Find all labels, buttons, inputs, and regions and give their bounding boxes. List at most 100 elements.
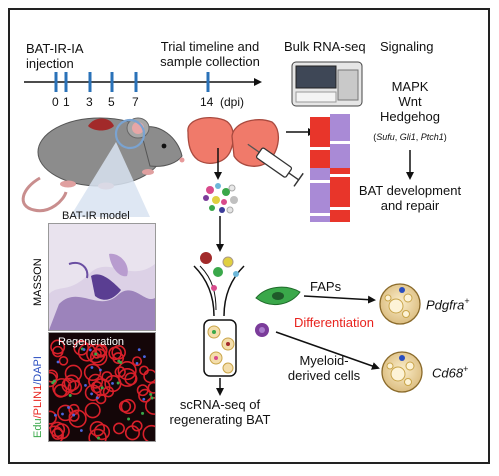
- heatmap-cell: [330, 204, 350, 207]
- tick-label-3: 3: [86, 95, 93, 109]
- pdgfra-marker: Pdgfra+: [426, 296, 470, 313]
- hedgehog-genes: (Sufu, Gli1, Ptch1): [373, 132, 447, 142]
- heatmap-cell: [310, 141, 330, 144]
- adipocyte-pdgfra: [379, 283, 421, 325]
- heatmap-cell: [310, 183, 330, 186]
- heatmap-cell: [330, 177, 350, 180]
- heatmap-cell: [310, 153, 330, 156]
- heatmap-cell: [310, 150, 330, 153]
- heatmap-cell: [310, 177, 330, 180]
- heatmap-cell: [310, 168, 330, 171]
- heatmap-cell: [330, 144, 350, 147]
- heatmap-cell: [330, 135, 350, 138]
- masson-panel: [48, 223, 156, 331]
- timeline: [24, 72, 262, 92]
- tick-label-0: 0: [52, 95, 59, 109]
- signaling-header: Signaling: [380, 39, 434, 54]
- heatmap-cell: [330, 138, 350, 141]
- regeneration-label: Regeneration: [58, 336, 125, 348]
- myeloid-cell: [255, 323, 269, 337]
- heatmap-cell: [310, 198, 330, 201]
- heatmap-cell: [330, 195, 350, 198]
- heatmap-cell: [310, 213, 330, 216]
- heatmap-cell: [330, 147, 350, 150]
- heatmap-cell: [330, 126, 350, 129]
- heatmap-cell: [330, 159, 350, 162]
- timeline-unit: (dpi): [220, 95, 245, 109]
- masson-stain-label: MASSON: [32, 258, 44, 306]
- heatmap-cell: [330, 189, 350, 192]
- heatmap-cell: [310, 165, 330, 168]
- heatmap-cell: [330, 180, 350, 183]
- bat-ir-model-label: BAT-IR model: [62, 210, 130, 222]
- heatmap-cell: [310, 192, 330, 195]
- heatmap-cell: [330, 198, 350, 201]
- heatmap-cell: [330, 132, 350, 135]
- heatmap-cell: [310, 114, 330, 117]
- mouse-illustration: [21, 117, 185, 217]
- myeloid-label: Myeloid- derived cells: [287, 353, 361, 383]
- heatmap-cell: [310, 174, 330, 177]
- heatmap-cell: [310, 201, 330, 204]
- heatmap-cell: [330, 210, 350, 213]
- heatmap-cell: [310, 207, 330, 210]
- heatmap-cell: [310, 132, 330, 135]
- heatmap-cell: [330, 219, 350, 222]
- heatmap-cell: [310, 210, 330, 213]
- heatmap-cell: [330, 129, 350, 132]
- heatmap: [310, 114, 350, 222]
- heatmap-cell: [330, 168, 350, 171]
- heatmap-cell: [310, 159, 330, 162]
- heatmap-cell: [330, 150, 350, 153]
- heatmap-cell: [310, 135, 330, 138]
- heatmap-cell: [310, 138, 330, 141]
- heatmap-cell: [310, 147, 330, 150]
- signaling-pathways: MAPK Wnt Hedgehog: [380, 79, 440, 124]
- heatmap-cell: [310, 156, 330, 159]
- heatmap-cell: [310, 189, 330, 192]
- heatmap-cell: [330, 183, 350, 186]
- heatmap-cell: [330, 213, 350, 216]
- scrna-label: scRNA-seq of regenerating BAT: [169, 397, 271, 427]
- fap-cell: [255, 286, 301, 306]
- heatmap-cell: [330, 174, 350, 177]
- heatmap-cell: [330, 141, 350, 144]
- microfluidic-funnel: [193, 252, 245, 377]
- timeline-title: Trial timeline and sample collection: [160, 39, 260, 69]
- heatmap-cell: [310, 126, 330, 129]
- cd68-marker: Cd68+: [432, 364, 469, 381]
- heatmap-cell: [330, 192, 350, 195]
- heatmap-cell: [310, 123, 330, 126]
- tick-label-5: 5: [108, 95, 115, 109]
- injection-label: BAT-IR-IA injection: [26, 41, 84, 71]
- bat-outcome: BAT development and repair: [358, 183, 462, 213]
- faps-label: FAPs: [310, 279, 342, 294]
- diagram-artwork: [21, 61, 423, 396]
- heatmap-cell: [310, 180, 330, 183]
- dissociated-cells: [203, 183, 238, 214]
- heatmap-cell: [330, 162, 350, 165]
- heatmap-cell: [330, 201, 350, 204]
- heatmap-cell: [310, 171, 330, 174]
- edu-plin1-dapi-label: Edu/PLIN1/DAPI: [32, 356, 44, 438]
- heatmap-cell: [330, 207, 350, 210]
- heatmap-cell: [310, 120, 330, 123]
- tick-label-14: 14: [200, 95, 214, 109]
- heatmap-cell: [310, 195, 330, 198]
- bulk-rnaseq-label: Bulk RNA-seq: [284, 39, 366, 54]
- heatmap-cell: [310, 129, 330, 132]
- heatmap-cell: [330, 114, 350, 117]
- syringe: [247, 143, 304, 187]
- regeneration-panel: [48, 332, 156, 442]
- heatmap-cell: [310, 186, 330, 189]
- tick-label-7: 7: [132, 95, 139, 109]
- heatmap-cell: [310, 144, 330, 147]
- heatmap-cell: [330, 120, 350, 123]
- heatmap-cell: [330, 186, 350, 189]
- adipocyte-cd68: [381, 351, 423, 393]
- heatmap-cell: [330, 165, 350, 168]
- heatmap-cell: [330, 153, 350, 156]
- heatmap-cell: [310, 162, 330, 165]
- tick-label-1: 1: [63, 95, 70, 109]
- heatmap-cell: [330, 123, 350, 126]
